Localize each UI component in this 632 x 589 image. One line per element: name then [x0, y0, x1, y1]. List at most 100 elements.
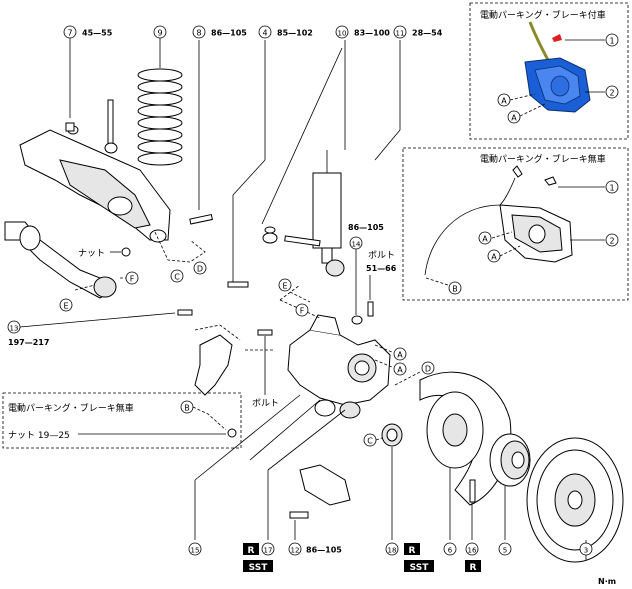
callout-4: 4 85—102	[258, 25, 313, 39]
letter-c-mid: C	[367, 437, 373, 446]
inset-noepb-letter-a2: A	[491, 253, 497, 262]
inset-noepb-callout-2: 2	[609, 237, 614, 246]
svg-text:3: 3	[584, 547, 588, 555]
inset-left-title: 電動パーキング・ブレーキ無車	[8, 402, 134, 414]
svg-text:13: 13	[10, 325, 19, 333]
bolt-13	[177, 309, 193, 316]
callout-10: 10 83—100	[335, 25, 390, 39]
svg-text:197—217: 197—217	[8, 338, 49, 347]
callout-3: 3	[579, 540, 593, 560]
trailing-link	[194, 334, 351, 506]
svg-text:6: 6	[448, 547, 453, 555]
letter-e-mid: E	[282, 282, 287, 291]
letter-f-mid: F	[300, 307, 305, 316]
inset-left-frame	[2, 392, 242, 449]
knuckle	[287, 314, 391, 419]
callout-7: 7 45—55	[63, 25, 113, 132]
svg-text:85—102: 85—102	[277, 29, 313, 38]
bolt-12	[289, 511, 309, 519]
callout-11: 11 28—54	[393, 25, 443, 39]
svg-text:17: 17	[264, 547, 273, 555]
callout-15: 15	[188, 394, 301, 556]
inset-without-epb-frame	[402, 147, 629, 301]
svg-text:16: 16	[468, 547, 477, 555]
upper-control-arm	[19, 129, 171, 243]
callout-17: 17	[261, 409, 346, 556]
bolt-10	[262, 226, 321, 247]
epb-cable	[528, 21, 550, 61]
svg-text:86—105: 86—105	[348, 223, 384, 232]
svg-text:4: 4	[262, 29, 267, 38]
epb-caliper	[524, 57, 591, 113]
svg-text:R: R	[409, 546, 416, 556]
callout-9: 9	[153, 25, 167, 68]
lower-lateral-link	[4, 221, 117, 299]
bolt-4	[227, 281, 249, 288]
svg-text:86—105: 86—105	[211, 29, 247, 38]
bolt-14	[351, 315, 363, 325]
inset-left-nut-label: ナット 19—25	[8, 430, 70, 441]
callout-13: 13 197—217	[7, 312, 176, 347]
svg-text:7: 7	[67, 29, 72, 38]
letter-d-mid: D	[425, 365, 431, 374]
nut-icon	[121, 247, 131, 257]
letter-d-upper: D	[197, 265, 203, 274]
svg-text:15: 15	[191, 547, 200, 555]
dust-shield	[419, 371, 512, 506]
bolt-right-torque: 51—66	[366, 264, 397, 273]
callout-12: 12 86—105	[288, 520, 342, 556]
tag-r-18: R	[404, 543, 420, 556]
callout-5: 5	[498, 486, 512, 556]
inset-noepb-letter-a1: A	[482, 235, 488, 244]
svg-text:45—55: 45—55	[82, 29, 113, 38]
caliper-no-epb	[499, 204, 573, 263]
svg-text:12: 12	[291, 547, 300, 555]
tag-sst-17: SST	[243, 560, 273, 573]
svg-text:10: 10	[338, 30, 347, 38]
svg-text:SST: SST	[410, 563, 430, 573]
callout-16: 16	[465, 502, 479, 556]
svg-text:R: R	[248, 546, 255, 556]
inset-epb-callout-2: 2	[609, 89, 614, 98]
svg-text:9: 9	[157, 29, 162, 38]
bolt-right	[367, 301, 374, 317]
tag-sst-18: SST	[404, 560, 434, 573]
letter-e-left: E	[63, 302, 68, 311]
stabilizer-link	[104, 99, 118, 154]
svg-text:18: 18	[388, 547, 397, 555]
callout-6: 6	[443, 468, 457, 556]
inset-left-letter-b: B	[184, 404, 190, 413]
letter-a-mid1: A	[397, 351, 403, 360]
hub-bolt-16	[469, 479, 476, 503]
callout-14: 86—105 14	[348, 223, 384, 315]
brake-disc	[526, 437, 624, 563]
inset-noepb-letter-b: B	[452, 285, 458, 294]
nut-label: ナット	[78, 248, 105, 259]
bolt-center-label: ボルト	[252, 398, 279, 409]
bushing-18	[381, 423, 403, 447]
bolt-right-label: ボルト	[368, 250, 395, 261]
svg-text:11: 11	[396, 30, 405, 38]
inset-without-epb-title: 電動パーキング・ブレーキ無車	[480, 153, 606, 165]
inset-epb-letter-a1: A	[501, 97, 507, 106]
callout-8: 8 86—105	[192, 25, 247, 39]
letter-c-upper: C	[174, 273, 180, 282]
letter-a-mid2: A	[397, 366, 403, 375]
bolt-8	[189, 40, 213, 225]
hub-bearing	[489, 433, 531, 487]
callout-18: 18	[385, 447, 399, 556]
inset-epb-callout-1: 1	[609, 37, 614, 46]
svg-text:14: 14	[352, 241, 361, 249]
svg-text:28—54: 28—54	[412, 29, 443, 38]
inset-noepb-callout-1: 1	[609, 184, 614, 193]
svg-text:86—105: 86—105	[306, 546, 342, 555]
inset-with-epb-title: 電動パーキング・ブレーキ付車	[480, 9, 606, 21]
svg-text:R: R	[470, 563, 477, 573]
inset-epb-letter-a2: A	[511, 114, 517, 123]
epb-clip	[552, 34, 562, 42]
svg-text:8: 8	[196, 29, 201, 38]
inset-with-epb-frame	[469, 2, 629, 140]
unit-label: N·m	[598, 577, 616, 586]
tag-r-17: R	[243, 543, 259, 556]
